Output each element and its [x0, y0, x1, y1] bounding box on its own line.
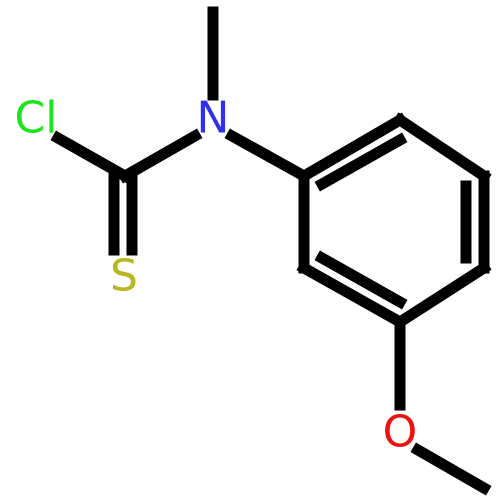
ring-bond-1-inner [314, 132, 408, 192]
bond-n-ring [224, 128, 312, 184]
ring-bond-5 [296, 260, 408, 330]
atom-n-label: N [197, 93, 230, 144]
bond-o-methyl [410, 442, 492, 496]
atom-o-label: O [383, 407, 418, 458]
bond-cl-c [50, 130, 133, 184]
ring-bond-4 [392, 260, 492, 330]
bonds [50, 6, 492, 496]
ring-bond-2 [392, 112, 492, 184]
atom-s-label: S [110, 251, 138, 302]
ring-bond-1 [296, 112, 408, 184]
atom-cl-label: Cl [15, 93, 58, 144]
bond-c-n [117, 128, 203, 184]
atom-labels: Cl N S O [15, 93, 418, 458]
ring-bond-5-inner [314, 250, 408, 310]
